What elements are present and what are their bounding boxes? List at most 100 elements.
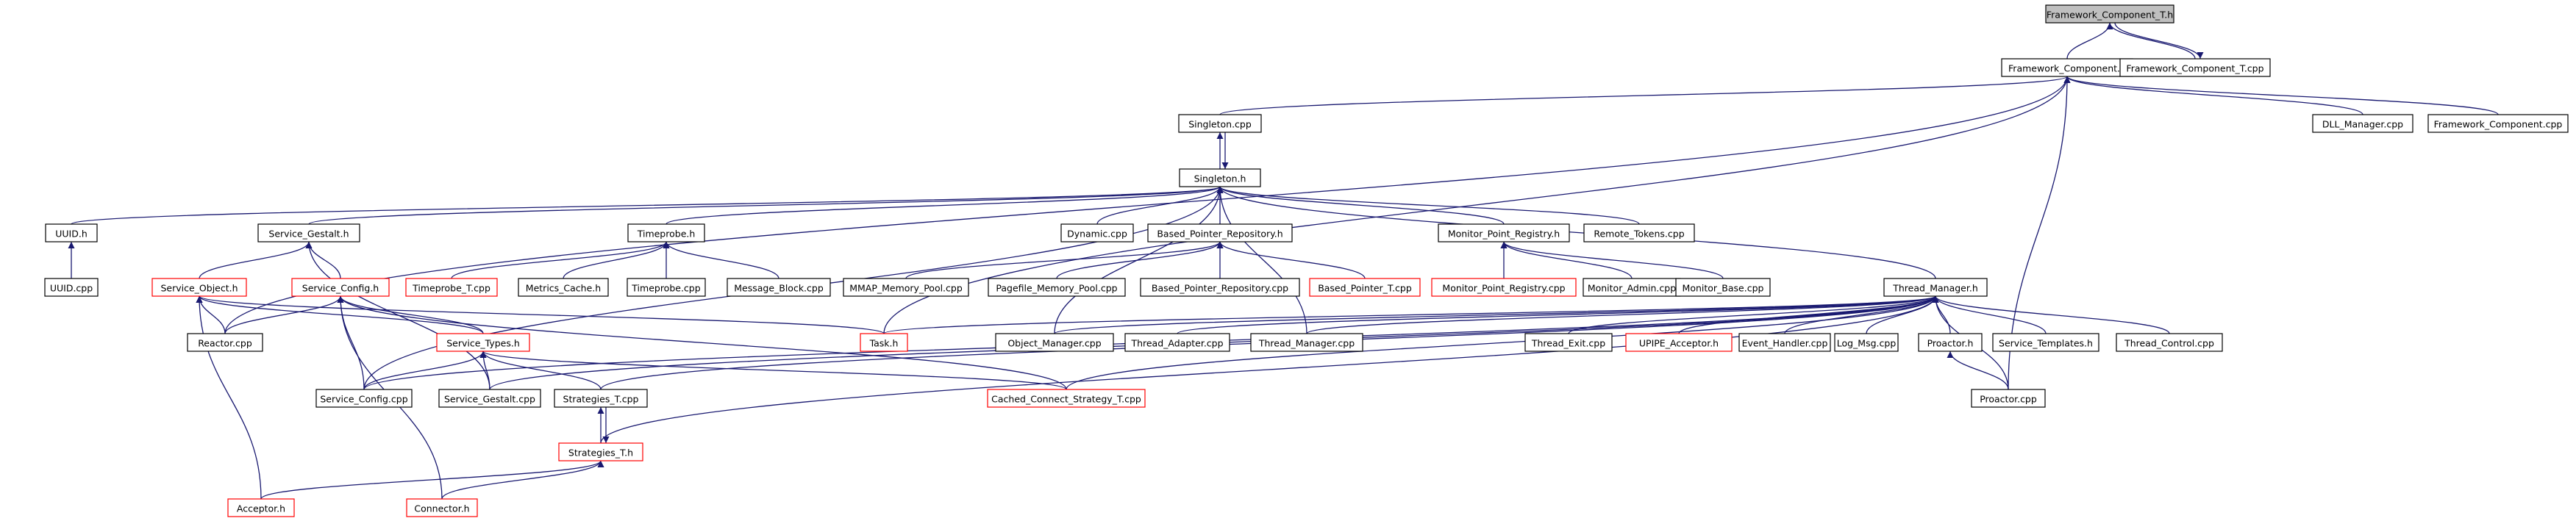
edge-connector_h-to-strat_h bbox=[441, 460, 604, 500]
node-mc-h[interactable]: Metrics_Cache.h bbox=[518, 278, 609, 297]
node-box bbox=[1738, 333, 1831, 352]
node-box bbox=[2119, 58, 2271, 77]
edge-task_h-to-so_h bbox=[196, 295, 885, 334]
node-connector-h[interactable]: Connector.h bbox=[406, 498, 478, 517]
node-timeprobe-h[interactable]: Timeprobe.h bbox=[627, 223, 705, 242]
node-sg-cpp[interactable]: Service_Gestalt.cpp bbox=[438, 389, 541, 408]
node-label: Monitor_Base.cpp bbox=[1683, 283, 1764, 294]
node-dynamic-cpp[interactable]: Dynamic.cpp bbox=[1060, 223, 1134, 242]
node-label: Service_Types.h bbox=[446, 338, 520, 349]
node-ma-cpp[interactable]: Monitor_Admin.cpp bbox=[1583, 278, 1681, 297]
node-box bbox=[187, 333, 263, 352]
node-box bbox=[1583, 223, 1695, 242]
edge-proactor_cpp-to-proactor_h bbox=[1947, 351, 2009, 390]
node-bpr-h[interactable]: Based_Pointer_Repository.h bbox=[1147, 223, 1293, 242]
node-singleton-cpp[interactable]: Singleton.cpp bbox=[1178, 114, 1262, 133]
node-label: Timeprobe.h bbox=[637, 229, 696, 240]
node-mbase-cpp[interactable]: Monitor_Base.cpp bbox=[1675, 278, 1771, 297]
node-label: Thread_Control.cpp bbox=[2124, 338, 2214, 349]
edge-ccs_cpp-to-st_h bbox=[479, 351, 1067, 390]
node-box bbox=[1918, 333, 1983, 352]
node-label: Service_Config.h bbox=[302, 283, 379, 294]
node-label: Cached_Connect_Strategy_T.cpp bbox=[991, 394, 1141, 405]
node-box bbox=[860, 333, 908, 352]
node-box bbox=[1124, 333, 1230, 352]
edge-st_h-to-so_h bbox=[196, 295, 484, 334]
node-tm-cpp[interactable]: Thread_Manager.cpp bbox=[1250, 333, 1363, 352]
node-ta-cpp[interactable]: Thread_Adapter.cpp bbox=[1124, 333, 1230, 352]
node-label: Thread_Manager.h bbox=[1892, 283, 1978, 294]
node-label: Service_Config.cpp bbox=[320, 394, 407, 405]
node-eh-cpp[interactable]: Event_Handler.cpp bbox=[1738, 333, 1831, 352]
edge-so_h-to-sg_h bbox=[199, 241, 313, 279]
edge-tc_cpp-to-tm_h bbox=[1932, 295, 2170, 334]
node-label: Metrics_Cache.h bbox=[526, 283, 601, 294]
node-sc-h[interactable]: Service_Config.h bbox=[291, 278, 390, 297]
node-stemp-h[interactable]: Service_Templates.h bbox=[1992, 333, 2099, 352]
edge-tm_cpp-to-singleton_h bbox=[1216, 186, 1307, 334]
edge-ta_cpp-to-tm_h bbox=[1177, 295, 1939, 334]
node-te-cpp[interactable]: Thread_Exit.cpp bbox=[1524, 333, 1613, 352]
node-tm-h[interactable]: Thread_Manager.h bbox=[1883, 278, 1988, 297]
edge-stemp_h-to-tm_h bbox=[1932, 295, 2047, 334]
edge-dll_cpp-to-fc_h bbox=[2063, 76, 2363, 115]
node-mb-cpp[interactable]: Message_Block.cpp bbox=[727, 278, 831, 297]
file-nodes: Framework_Component_T.hFramework_Compone… bbox=[44, 4, 2569, 517]
node-mpr-h[interactable]: Monitor_Point_Registry.h bbox=[1438, 223, 1570, 242]
edge-fc_cpp-to-fc_h bbox=[2063, 76, 2499, 115]
node-so-h[interactable]: Service_Object.h bbox=[151, 278, 247, 297]
edge-timeprobe_h-to-singleton_h bbox=[666, 186, 1224, 225]
node-box bbox=[406, 498, 478, 517]
node-strat-h[interactable]: Strategies_T.h bbox=[558, 442, 643, 461]
node-tc-cpp[interactable]: Thread_Control.cpp bbox=[2116, 333, 2223, 352]
node-mpr-cpp[interactable]: Monitor_Point_Registry.cpp bbox=[1431, 278, 1577, 297]
node-sg-h[interactable]: Service_Gestalt.h bbox=[257, 223, 360, 242]
node-acceptor-h[interactable]: Acceptor.h bbox=[227, 498, 295, 517]
node-dll-cpp[interactable]: DLL_Manager.cpp bbox=[2312, 114, 2413, 133]
node-uuid-h[interactable]: UUID.h bbox=[45, 223, 98, 242]
node-box bbox=[1524, 333, 1613, 352]
node-proactor-cpp[interactable]: Proactor.cpp bbox=[1971, 389, 2046, 408]
node-label: Dynamic.cpp bbox=[1067, 229, 1127, 240]
node-box bbox=[518, 278, 609, 297]
node-ccs-cpp[interactable]: Cached_Connect_Strategy_T.cpp bbox=[987, 389, 1146, 408]
node-upipe-h[interactable]: UPIPE_Acceptor.h bbox=[1625, 333, 1733, 352]
edge-fct_cpp-to-fct_h bbox=[2106, 22, 2196, 60]
node-label: Pagefile_Memory_Pool.cpp bbox=[996, 283, 1117, 294]
node-label: UPIPE_Acceptor.h bbox=[1639, 338, 1719, 349]
node-pf-cpp[interactable]: Pagefile_Memory_Pool.cpp bbox=[988, 278, 1126, 297]
node-logmsg-cpp[interactable]: Log_Msg.cpp bbox=[1834, 333, 1899, 352]
node-bpt-cpp[interactable]: Based_Pointer_T.cpp bbox=[1309, 278, 1421, 297]
node-label: Strategies_T.h bbox=[568, 448, 633, 459]
edge-mmap_cpp-to-bpr_h bbox=[905, 241, 1224, 279]
node-bpr-cpp[interactable]: Based_Pointer_Repository.cpp bbox=[1140, 278, 1300, 297]
node-strat-cpp[interactable]: Strategies_T.cpp bbox=[554, 389, 648, 408]
node-reactor-cpp[interactable]: Reactor.cpp bbox=[187, 333, 263, 352]
node-st-h[interactable]: Service_Types.h bbox=[436, 333, 530, 352]
node-fct-cpp[interactable]: Framework_Component_T.cpp bbox=[2119, 58, 2271, 77]
node-tpt-cpp[interactable]: Timeprobe_T.cpp bbox=[405, 278, 498, 297]
node-uuid-cpp[interactable]: UUID.cpp bbox=[44, 278, 99, 297]
node-fc-cpp[interactable]: Framework_Component.cpp bbox=[2427, 114, 2569, 133]
node-label: Log_Msg.cpp bbox=[1837, 338, 1897, 349]
node-sc-cpp[interactable]: Service_Config.cpp bbox=[315, 389, 413, 408]
node-box bbox=[987, 389, 1146, 408]
node-box bbox=[2001, 58, 2133, 77]
node-task-h[interactable]: Task.h bbox=[860, 333, 908, 352]
node-proactor-h[interactable]: Proactor.h bbox=[1918, 333, 1983, 352]
node-mmap-cpp[interactable]: MMAP_Memory_Pool.cpp bbox=[843, 278, 969, 297]
node-om-cpp[interactable]: Object_Manager.cpp bbox=[995, 333, 1114, 352]
node-fct-h[interactable]: Framework_Component_T.h bbox=[2045, 4, 2174, 24]
node-label: Strategies_T.cpp bbox=[563, 394, 639, 405]
node-label: Service_Object.h bbox=[160, 283, 238, 294]
node-fc-h[interactable]: Framework_Component.h bbox=[2001, 58, 2133, 77]
node-rt-cpp[interactable]: Remote_Tokens.cpp bbox=[1583, 223, 1695, 242]
node-label: Service_Gestalt.cpp bbox=[444, 394, 535, 405]
node-box bbox=[44, 278, 99, 297]
edge-fct_h-to-fct_cpp bbox=[2114, 22, 2204, 60]
node-box bbox=[315, 389, 413, 408]
node-label: UUID.cpp bbox=[50, 283, 93, 294]
node-tp-cpp[interactable]: Timeprobe.cpp bbox=[627, 278, 706, 297]
node-label: Proactor.cpp bbox=[1980, 394, 2037, 405]
node-singleton-h[interactable]: Singleton.h bbox=[1179, 168, 1261, 187]
